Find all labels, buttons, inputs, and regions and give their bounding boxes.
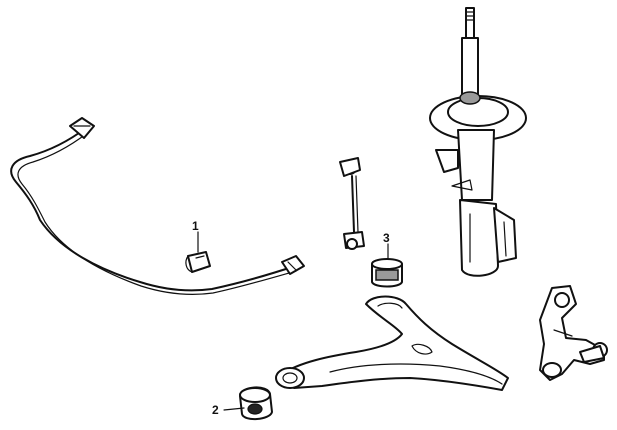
strut-assembly xyxy=(429,7,527,277)
bushing-1 xyxy=(185,231,211,273)
bushing-3 xyxy=(371,243,403,288)
stabilizer-bar xyxy=(10,117,305,295)
stabilizer-link xyxy=(339,157,365,250)
lower-control-arm xyxy=(275,295,509,391)
callout-1-label: 1 xyxy=(192,219,199,233)
callout-3-label: 3 xyxy=(383,231,390,245)
bushing-2 xyxy=(223,386,273,420)
callout-2-leader xyxy=(223,407,245,411)
steering-knuckle xyxy=(539,285,608,381)
callout-2-label: 2 xyxy=(212,403,219,417)
